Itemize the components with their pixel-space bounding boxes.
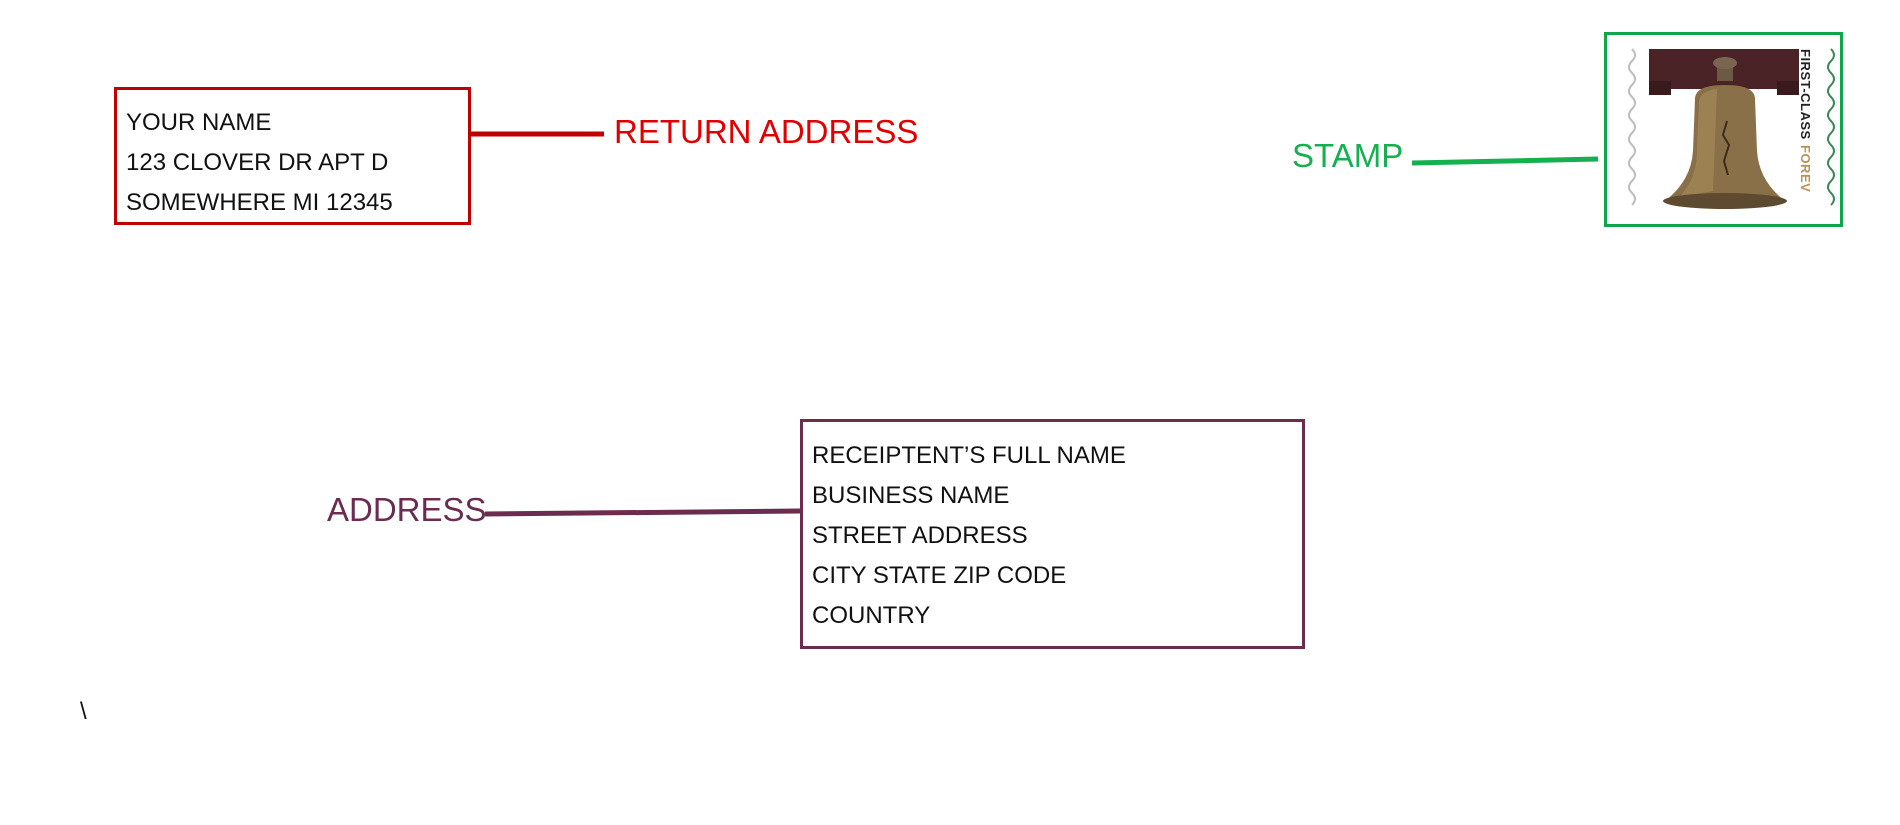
- address-label: ADDRESS: [327, 491, 487, 528]
- stamp-connector: [1411, 156, 1599, 166]
- stray-backslash-mark: \: [80, 698, 87, 725]
- recipient-country: COUNTRY: [812, 602, 931, 629]
- stamp-box: FIRST-CLASS FOREV: [1604, 32, 1843, 227]
- recipient-city-state-zip: CITY STATE ZIP CODE: [812, 562, 1067, 589]
- recipient-address-box: RECEIPTENT’S FULL NAME BUSINESS NAME STR…: [800, 419, 1305, 649]
- stamp-perforation-right: [1827, 48, 1835, 206]
- return-address-city: SOMEWHERE MI 12345: [126, 189, 393, 216]
- liberty-bell-icon: [1665, 85, 1785, 201]
- bell-crack: [1721, 120, 1731, 176]
- address-connector: [484, 508, 801, 517]
- stamp-label: STAMP: [1292, 137, 1404, 174]
- recipient-full-name: RECEIPTENT’S FULL NAME: [812, 442, 1126, 469]
- return-address-street: 123 CLOVER DR APT D: [126, 149, 389, 176]
- return-address-name: YOUR NAME: [126, 109, 272, 136]
- liberty-bell-stamp-image: [1628, 48, 1835, 209]
- stamp-perforation-left: [1628, 48, 1636, 206]
- recipient-street-address: STREET ADDRESS: [812, 522, 1028, 549]
- stamp-forever-text: FOREV: [1798, 145, 1813, 193]
- return-address-label: RETURN ADDRESS: [614, 113, 919, 150]
- recipient-business-name: BUSINESS NAME: [812, 482, 1010, 509]
- return-address-box: YOUR NAME 123 CLOVER DR APT D SOMEWHERE …: [114, 87, 471, 225]
- stamp-class-text: FIRST-CLASS: [1798, 49, 1813, 140]
